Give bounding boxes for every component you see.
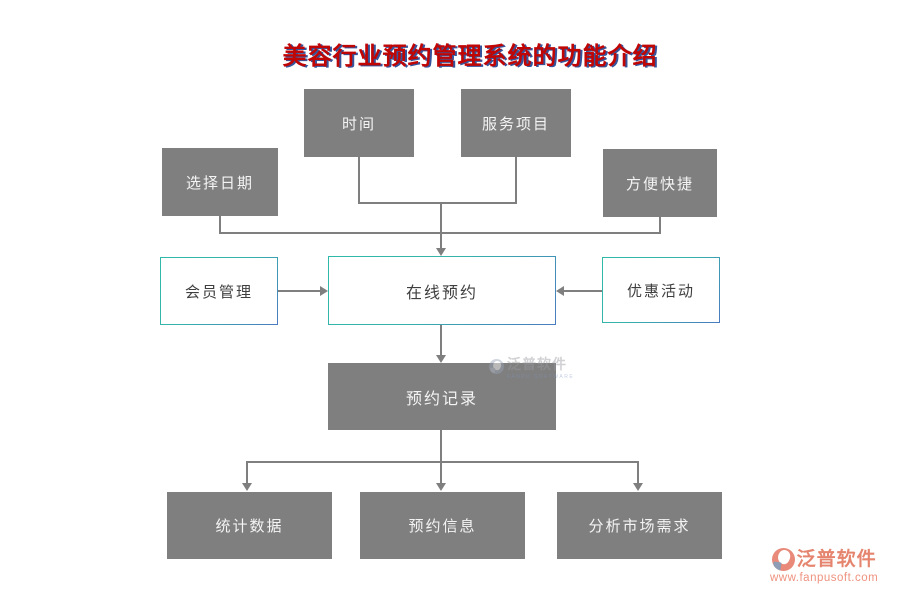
node-statistics: 统计数据 [167, 492, 332, 559]
node-booking-info: 预约信息 [360, 492, 525, 559]
connector-time-down [358, 157, 360, 204]
arrowhead-into-booking-info [436, 483, 446, 491]
node-select-date: 选择日期 [162, 148, 278, 216]
arrowhead-promo-to-online [556, 286, 564, 296]
connector-rail-bottom [246, 461, 639, 463]
footer-url: www.fanpusoft.com [770, 572, 879, 584]
node-market-analysis: 分析市场需求 [557, 492, 722, 559]
connector-join-top [358, 202, 517, 204]
connector-rail-mid [219, 232, 661, 234]
arrowhead-into-market-analysis [633, 483, 643, 491]
footer-brand-text: 泛普软件 [796, 549, 877, 570]
connector-selectdate-down [219, 216, 221, 234]
connector-online-to-records [440, 325, 442, 356]
connector-right-branch [637, 461, 639, 484]
connector-left-branch [246, 461, 248, 484]
node-promotions: 优惠活动 [602, 257, 720, 323]
node-time: 时间 [304, 89, 414, 157]
node-member-management: 会员管理 [160, 257, 278, 325]
arrowhead-member-to-online [320, 286, 328, 296]
connector-service-down [515, 157, 517, 204]
page-title: 美容行业预约管理系统的功能介绍 [282, 44, 658, 70]
arrowhead-into-records [436, 355, 446, 363]
fanpu-logo-icon [771, 548, 795, 571]
connector-member-arrowline [278, 290, 321, 292]
footer-brand-logo: 泛普软件 www.fanpusoft.com [770, 548, 878, 585]
node-online-booking: 在线预约 [328, 256, 556, 325]
arrowhead-into-online-booking [436, 248, 446, 256]
connector-convenient-down [659, 217, 661, 234]
node-booking-records: 预约记录 [328, 363, 556, 430]
connector-records-down [440, 430, 442, 484]
node-service-items: 服务项目 [461, 89, 571, 157]
connector-center-drop [440, 202, 442, 249]
node-convenient: 方便快捷 [603, 149, 717, 217]
arrowhead-into-statistics [242, 483, 252, 491]
connector-promo-arrowline [564, 290, 602, 292]
